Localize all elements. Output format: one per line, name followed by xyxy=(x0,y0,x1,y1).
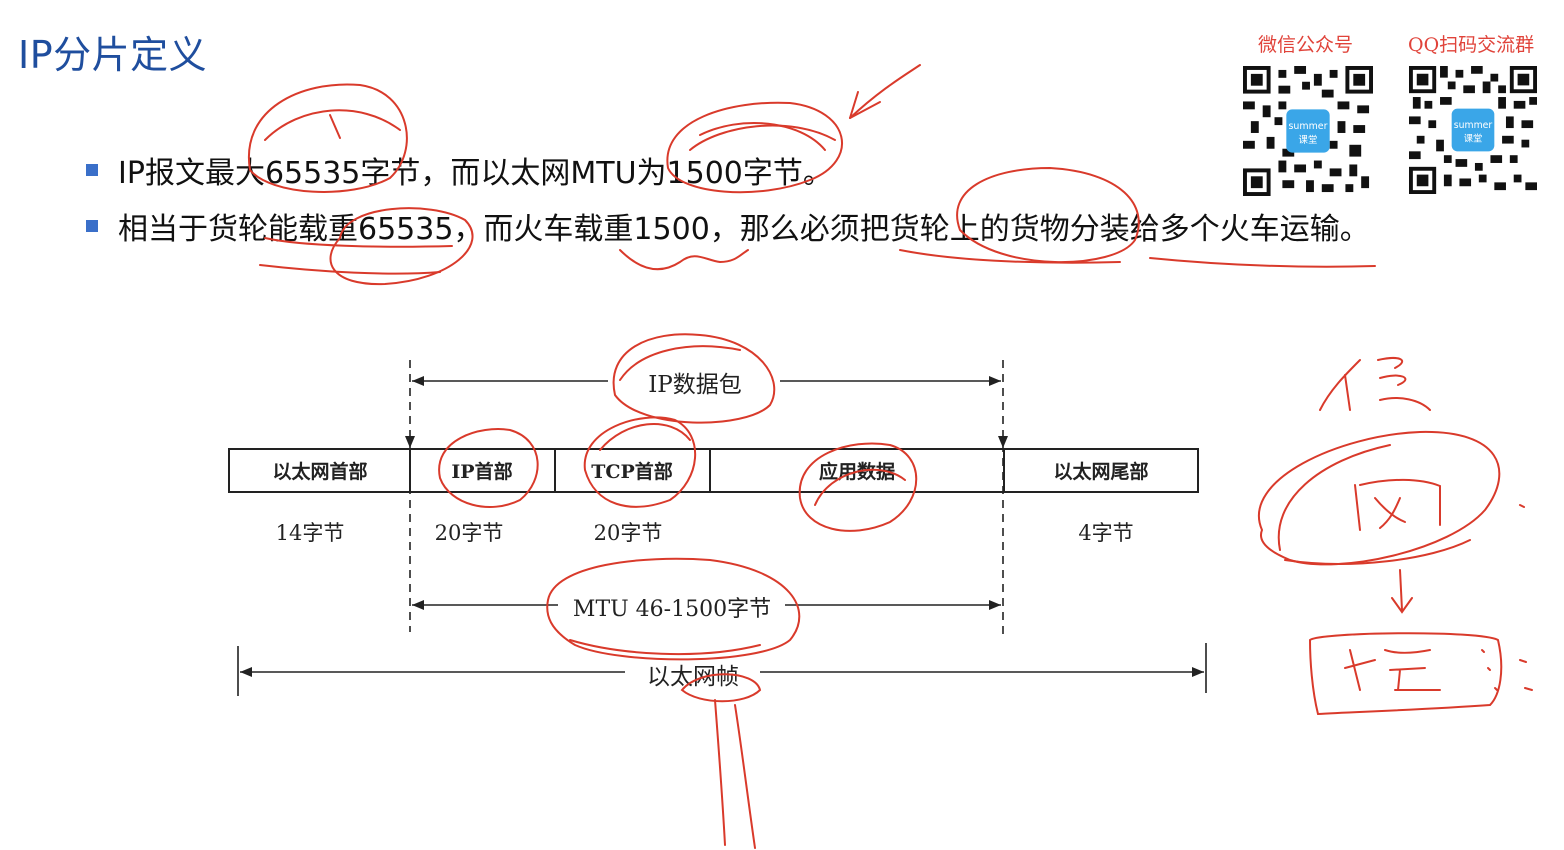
segment-label: 以太网尾部 xyxy=(1053,460,1148,483)
segment-label: TCP首部 xyxy=(591,460,673,483)
qr-code-icon: summer 课堂 xyxy=(1409,66,1537,194)
segment-label: 以太网首部 xyxy=(272,460,367,483)
segment-label: 应用数据 xyxy=(819,460,895,483)
svg-text:课堂: 课堂 xyxy=(1299,134,1318,146)
qq-qr-code: summer 课堂 xyxy=(1408,66,1538,194)
ip-packet-label: IP数据包 xyxy=(648,372,742,398)
wechat-qr-code: summer 课堂 xyxy=(1242,66,1374,196)
ethernet-frame-label: 以太网帧 xyxy=(647,664,739,690)
page-title: IP分片定义 xyxy=(18,33,208,77)
segment-size: 20字节 xyxy=(435,521,504,545)
qr-badge: summer xyxy=(1289,121,1328,132)
bullet-marker xyxy=(86,220,98,232)
segment-size: 20字节 xyxy=(594,521,663,545)
segment-size: 14字节 xyxy=(276,521,345,545)
segment-size: 4字节 xyxy=(1078,521,1133,545)
bullet-marker xyxy=(86,164,98,176)
qr-badge: summer xyxy=(1454,120,1493,131)
qr-code-icon: summer 课堂 xyxy=(1243,66,1373,196)
svg-text:课堂: 课堂 xyxy=(1464,133,1483,145)
segment-label: IP首部 xyxy=(451,460,512,483)
qq-qr-label: QQ扫码交流群 xyxy=(1408,34,1535,56)
mtu-label: MTU 46-1500字节 xyxy=(573,597,771,622)
wechat-qr-label: 微信公众号 xyxy=(1258,34,1354,56)
